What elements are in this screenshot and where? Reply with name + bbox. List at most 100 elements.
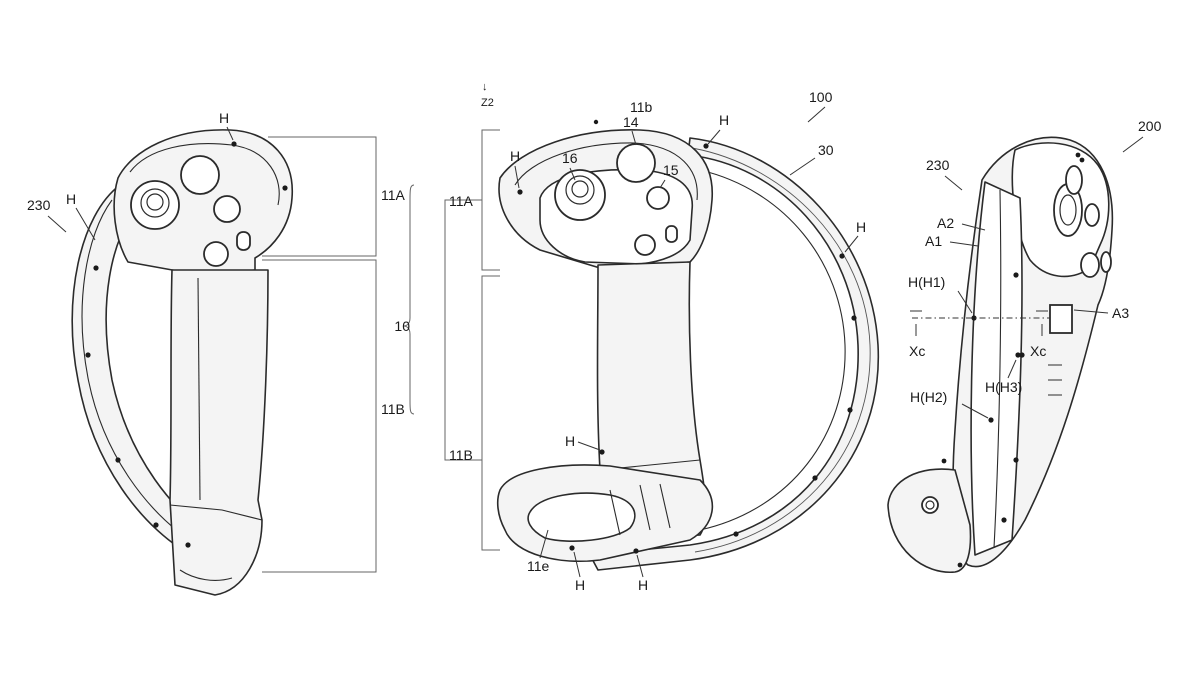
center-hole — [569, 545, 575, 551]
right-base-button — [921, 496, 939, 514]
label-h: H — [638, 577, 648, 593]
left-hole — [115, 457, 121, 463]
right-base-disc — [887, 468, 972, 573]
center-hole — [839, 253, 845, 259]
left-stick-inner — [140, 188, 170, 218]
label-h: H — [66, 191, 76, 207]
leader-line — [807, 106, 826, 123]
label-230: 230 — [926, 157, 950, 173]
label-a2: A2 — [937, 215, 954, 231]
label-230: 230 — [27, 197, 51, 213]
leader-line — [636, 554, 644, 578]
bracket-11A-11B-center — [444, 199, 482, 461]
label-10: 10 — [394, 318, 410, 334]
center-stick-16-cap — [571, 180, 589, 198]
bracket-10-group: 10 11A 11B — [394, 184, 482, 463]
label-200: 200 — [1138, 118, 1162, 134]
center-bracket-11B — [481, 275, 500, 551]
label-h: H — [510, 148, 520, 164]
center-hole — [733, 531, 739, 537]
bracket-10 — [403, 184, 415, 415]
right-hole — [957, 562, 963, 568]
right-hole — [1013, 272, 1019, 278]
label-a1: A1 — [925, 233, 942, 249]
leader-line — [514, 165, 520, 189]
center-base-recess — [527, 492, 636, 542]
right-hole — [1075, 152, 1081, 158]
label-h: H — [575, 577, 585, 593]
label-h: H — [719, 112, 729, 128]
center-ring-bevel — [691, 147, 871, 553]
center-controller-view: ↓ Z2 11b 14 H 100 30 H 16 15 H H 11e H H — [481, 81, 880, 593]
right-hole — [941, 458, 947, 464]
leader-line — [957, 290, 973, 314]
right-hole-h2 — [988, 417, 994, 423]
center-base-detail — [609, 483, 671, 536]
left-grip-bottom-edge — [169, 504, 263, 521]
label-11A: 11A — [381, 187, 406, 203]
bracket-11B — [262, 259, 377, 573]
left-hole — [85, 352, 91, 358]
center-button-pill — [665, 225, 678, 243]
center-hole — [851, 315, 857, 321]
center-ring — [589, 137, 880, 571]
right-hole — [1019, 352, 1025, 358]
leader-line — [1007, 359, 1017, 379]
label-16: 16 — [562, 150, 578, 166]
leader-line — [789, 157, 816, 176]
left-hole — [153, 522, 159, 528]
left-button-large — [180, 155, 220, 195]
leader-line — [47, 215, 67, 233]
center-hole — [633, 548, 639, 554]
right-hole — [1001, 517, 1007, 523]
left-hole — [93, 265, 99, 271]
leader-line — [573, 551, 581, 578]
center-stick-16 — [554, 169, 606, 221]
leader-line — [961, 403, 989, 419]
left-hole — [282, 185, 288, 191]
center-stick-16-inner — [565, 175, 595, 205]
label-11B: 11B — [449, 447, 473, 463]
right-slot-detail — [1048, 364, 1062, 396]
leader-line — [961, 223, 986, 231]
label-h: H — [856, 219, 866, 235]
label-11e: 11e — [527, 558, 550, 574]
label-h-h2: H(H2) — [910, 389, 947, 405]
axis-xc-arrows — [915, 324, 1043, 336]
leader-line — [944, 175, 963, 191]
center-hole — [599, 449, 605, 455]
left-hole — [231, 141, 237, 147]
center-button-15 — [646, 186, 670, 210]
left-ring-inner-edge — [81, 199, 206, 551]
label-xc: Xc — [909, 343, 925, 359]
left-button-small — [213, 195, 241, 223]
label-xc: Xc — [1030, 343, 1046, 359]
right-controller-view: Xc Xc 200 230 A2 A1 H(H1) A3 H(H3) H(H2) — [887, 118, 1162, 573]
label-h-h3: H(H3) — [985, 379, 1022, 395]
leader-line — [659, 179, 666, 189]
right-button-lower — [1080, 252, 1100, 278]
label-h-h1: H(H1) — [908, 274, 945, 290]
leader-line — [226, 126, 234, 141]
right-button-edge — [1100, 251, 1112, 273]
leader-line — [569, 167, 576, 181]
center-hole — [703, 143, 709, 149]
left-button-lower — [203, 241, 229, 267]
arrow-z2-glyph: ↓ — [482, 81, 488, 93]
label-a3: A3 — [1112, 305, 1129, 321]
right-stick-inner — [1059, 194, 1077, 226]
label-100: 100 — [809, 89, 833, 105]
label-15: 15 — [663, 162, 679, 178]
leader-line — [631, 130, 637, 146]
label-11B: 11B — [381, 401, 405, 417]
center-hole — [812, 475, 818, 481]
right-hole-h1 — [971, 315, 977, 321]
left-button-pill — [236, 231, 251, 251]
label-h: H — [565, 433, 575, 449]
center-hole — [593, 119, 599, 125]
right-a3-block — [1049, 304, 1073, 334]
left-stick-cap — [146, 193, 164, 211]
center-button-lower — [634, 234, 656, 256]
left-stick-outer — [130, 180, 180, 230]
